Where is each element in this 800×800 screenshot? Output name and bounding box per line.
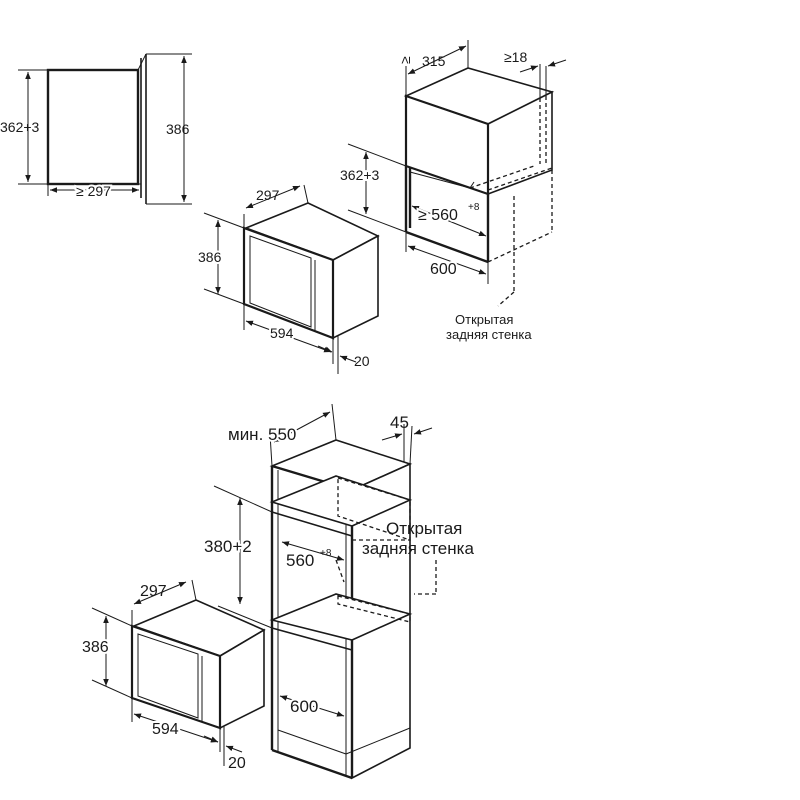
bottom-oven-section: 297 386 594 20 <box>80 579 266 772</box>
column-width-label: 600 <box>290 697 318 716</box>
top-oven-height-label: 386 <box>198 249 222 265</box>
bottom-oven-width-dimension <box>133 713 219 743</box>
top-cabinet-side-label: ≥18 <box>504 49 527 65</box>
top-oven-depth-label: 297 <box>256 187 280 203</box>
top-cabinet-niche-width-tolerance: +8 <box>468 202 480 213</box>
column-offset-dimension <box>413 427 433 435</box>
top-cabinet-width-label: 600 <box>430 261 457 278</box>
top-oven-section: 297 386 594 20 <box>196 184 380 374</box>
column-niche-width-tolerance: +8 <box>320 548 332 559</box>
bottom-oven-depth-label: 297 <box>140 583 167 600</box>
top-cabinet-side-dimension <box>547 59 567 67</box>
top-oven-depth-dimension <box>245 185 301 209</box>
column-height-label: 380+2 <box>204 537 252 556</box>
top-cabinet-niche-width-label: ≥ 560 <box>418 207 458 224</box>
column-offset-label: 45 <box>390 413 409 432</box>
bottom-oven-height-label: 386 <box>82 639 109 656</box>
side-view-depth-label: ≥ 297 <box>76 183 111 199</box>
column-note-line1: Открытая <box>386 519 462 538</box>
column-width-dimension <box>279 695 345 717</box>
column-note-line2: задняя стенка <box>362 539 474 558</box>
bottom-oven-frame-label: 20 <box>228 755 246 772</box>
side-view-section: 362+3 386 ≥ 297 <box>0 53 192 205</box>
top-cabinet-width-dimension <box>407 245 487 275</box>
column-upper-shelf <box>269 475 413 527</box>
side-view-appliance-body <box>46 68 140 186</box>
bottom-oven-frame-dimension <box>225 745 243 753</box>
top-cabinet-depth-dimension <box>407 45 467 75</box>
top-cabinet-depth-label: 315 <box>422 53 446 69</box>
top-cabinet-min-prefix: ≥ <box>397 56 413 64</box>
bottom-oven-depth-dimension <box>133 581 187 605</box>
top-oven-frame-dimension <box>339 355 357 363</box>
top-oven-width-label: 594 <box>270 325 294 341</box>
side-view-height-label: 362+3 <box>0 119 40 135</box>
bottom-column-section: мин. 550 45 380+2 560 +8 600 Открытая за… <box>202 403 474 780</box>
column-depth-dimension <box>273 411 331 443</box>
top-oven-width-dimension <box>245 320 332 353</box>
column-niche-width-label: 560 <box>286 551 314 570</box>
side-view-total-height-label: 386 <box>166 121 190 137</box>
top-cabinet-niche-width-dimension <box>411 205 487 237</box>
column-niche-width-dimension <box>281 541 345 561</box>
top-cabinet-height-label: 362+3 <box>340 167 380 183</box>
top-oven-frame-label: 20 <box>354 353 370 369</box>
bottom-oven-width-label: 594 <box>152 721 179 738</box>
column-depth-label: мин. 550 <box>228 425 296 444</box>
top-cabinet-note-line2: задняя стенка <box>446 327 532 342</box>
top-cabinet-section: ≥ 315 ≥18 362+3 ≥ 560 +8 600 Открытая за… <box>338 40 567 342</box>
top-cabinet-niche-floor <box>405 230 489 264</box>
top-cabinet-note-line1: Открытая <box>455 312 513 327</box>
